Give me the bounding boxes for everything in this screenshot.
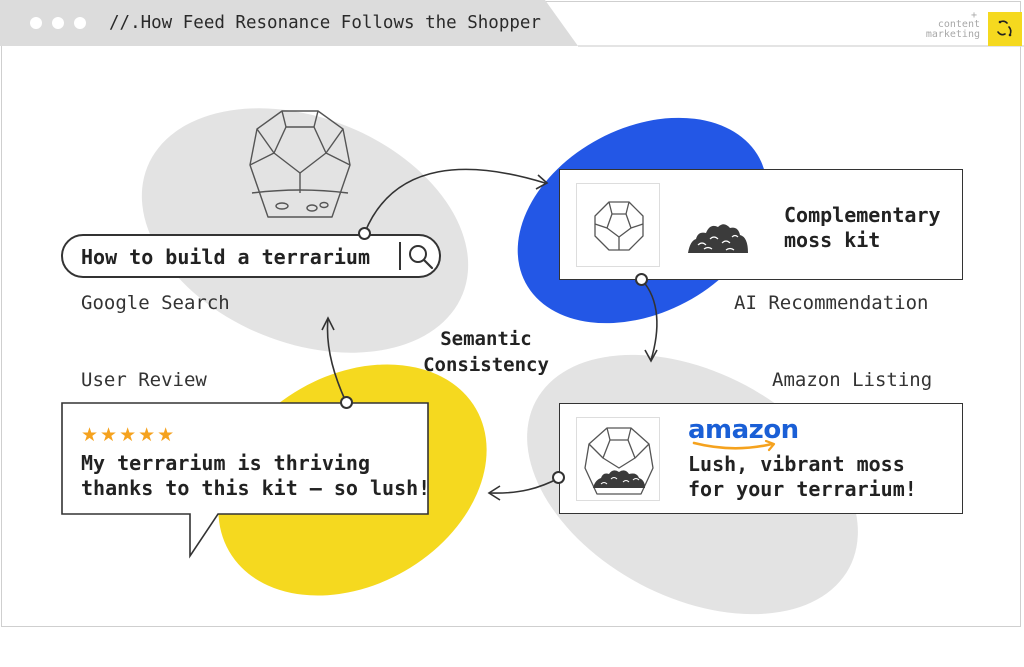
search-bar[interactable]: How to build a terrarium	[61, 234, 441, 278]
center-line1: Semantic	[440, 328, 532, 350]
review-stars: ★★★★★	[81, 424, 177, 446]
window-dot-1	[30, 17, 42, 29]
window-dot-3	[74, 17, 86, 29]
node-review	[340, 396, 353, 409]
amazon-smile-icon	[692, 440, 776, 452]
title-tab-shape	[0, 0, 1024, 47]
arrow-search-to-ai	[364, 168, 546, 233]
title-bar: //.How Feed Resonance Follows the Shoppe…	[0, 0, 1024, 47]
review-text: My terrarium is thriving thanks to this …	[81, 451, 430, 501]
amazon-listing-caption: Amazon Listing	[772, 369, 933, 391]
review-text-line2: thanks to this kit — so lush!	[81, 476, 431, 500]
google-search-caption: Google Search	[81, 292, 230, 314]
amazon-text-line2: for your terrarium!	[688, 477, 917, 501]
ai-recommendation-caption: AI Recommendation	[734, 292, 929, 314]
ai-text-line1: Complementary	[784, 203, 941, 227]
search-query[interactable]: How to build a terrarium	[81, 245, 370, 269]
user-review-caption: User Review	[81, 369, 207, 391]
brand-line-content: content	[937, 19, 980, 30]
semantic-consistency-label: Semantic Consistency	[418, 326, 554, 378]
arrow-review-to-search	[326, 317, 347, 403]
node-ai	[635, 273, 648, 286]
brand-line-marketing: marketing	[925, 29, 980, 40]
node-search	[358, 227, 371, 240]
ai-recommendation-card: Complementary moss kit	[559, 169, 963, 280]
moss-thumb	[676, 183, 760, 267]
brand-logo-icon	[988, 12, 1022, 46]
review-speech-bubble	[61, 402, 429, 559]
brand-plus: +	[970, 10, 977, 21]
ai-text: Complementary moss kit	[784, 203, 941, 253]
brand-text: content marketing	[926, 20, 980, 40]
review-content: ★★★★★ My terrarium is thriving thanks to…	[81, 424, 430, 501]
search-divider	[399, 242, 401, 270]
amazon-listing-card: amazon Lush, vibrant moss for your terra…	[559, 403, 963, 514]
amazon-logo-text: amazon	[688, 415, 799, 445]
amazon-terrarium-thumb	[576, 417, 660, 501]
ai-text-line2: moss kit	[784, 228, 881, 252]
review-text-line1: My terrarium is thriving	[81, 451, 370, 475]
amazon-text: Lush, vibrant moss for your terrarium!	[688, 452, 917, 502]
amazon-text-line1: Lush, vibrant moss	[688, 452, 905, 476]
search-icon[interactable]	[407, 243, 435, 271]
flow-arrows	[321, 168, 658, 501]
amazon-logo: amazon	[688, 415, 799, 452]
node-amazon	[552, 471, 565, 484]
terrarium-small-icon	[594, 201, 644, 251]
moss-icon	[688, 224, 748, 253]
center-line2: Consistency	[423, 354, 549, 376]
window-dot-2	[52, 17, 64, 29]
terrarium-illustration-icon	[248, 107, 352, 222]
arrow-ai-to-amazon	[641, 279, 658, 361]
terrarium-with-moss-icon	[584, 427, 654, 495]
terrarium-thumb	[576, 183, 660, 267]
page-title: //.How Feed Resonance Follows the Shoppe…	[109, 13, 541, 33]
